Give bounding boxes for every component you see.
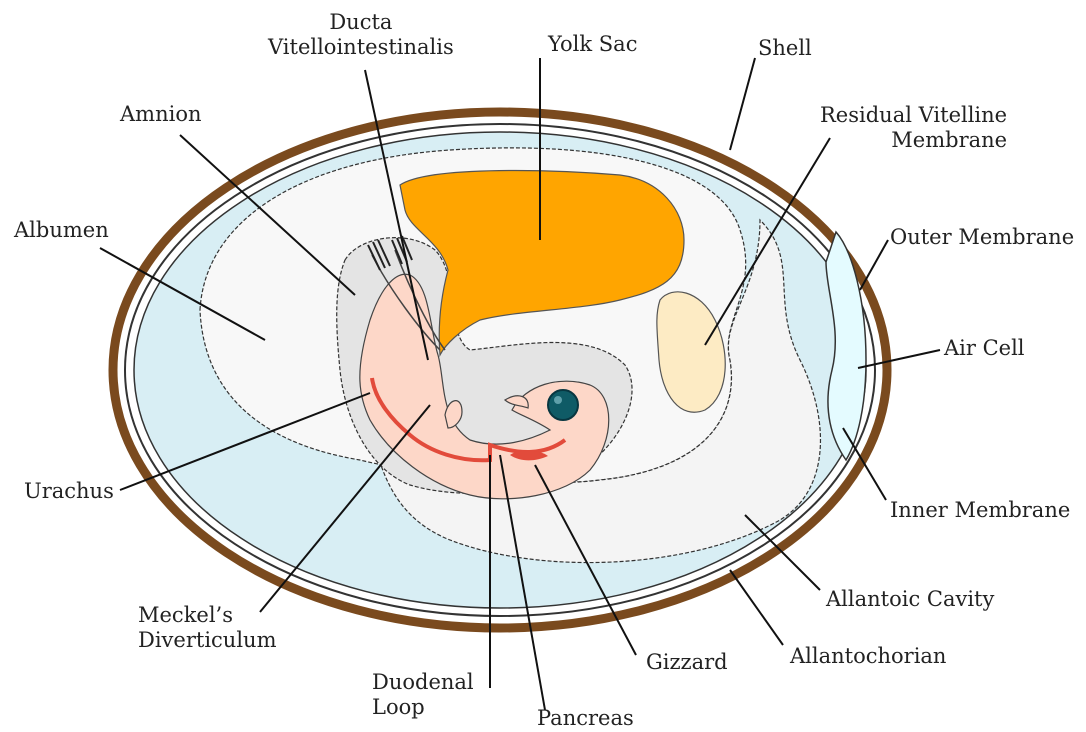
meckels-line-1: Meckel’s [138,603,276,628]
label-residual-vitelline-membrane: Residual Vitelline Membrane [820,103,1007,153]
label-duodenal-loop: Duodenal Loop [372,670,474,720]
label-ducta-vitellointestinalis: Ducta Vitellointestinalis [268,10,454,60]
residual-line-2: Membrane [820,128,1007,153]
label-gizzard: Gizzard [646,650,728,675]
residual-line-1: Residual Vitelline [820,103,1007,128]
meckels-line-2: Diverticulum [138,628,276,653]
label-meckels-diverticulum: Meckel’s Diverticulum [138,603,276,653]
duodenal-line-1: Duodenal [372,670,474,695]
label-albumen: Albumen [14,218,109,243]
ducta-line-2: Vitellointestinalis [268,35,454,60]
eye-shape [548,390,578,420]
label-allantoic-cavity: Allantoic Cavity [826,587,994,612]
label-yolk-sac: Yolk Sac [548,32,637,57]
label-allantochorian: Allantochorian [790,644,946,669]
ducta-line-1: Ducta [268,10,454,35]
label-amnion: Amnion [120,102,202,127]
duodenal-line-2: Loop [372,695,474,720]
label-pancreas: Pancreas [537,706,634,731]
eye-highlight-shape [554,396,562,404]
label-shell: Shell [758,36,812,61]
label-outer-membrane: Outer Membrane [890,225,1074,250]
label-inner-membrane: Inner Membrane [890,498,1070,523]
label-air-cell: Air Cell [944,336,1025,361]
label-urachus: Urachus [24,479,114,504]
